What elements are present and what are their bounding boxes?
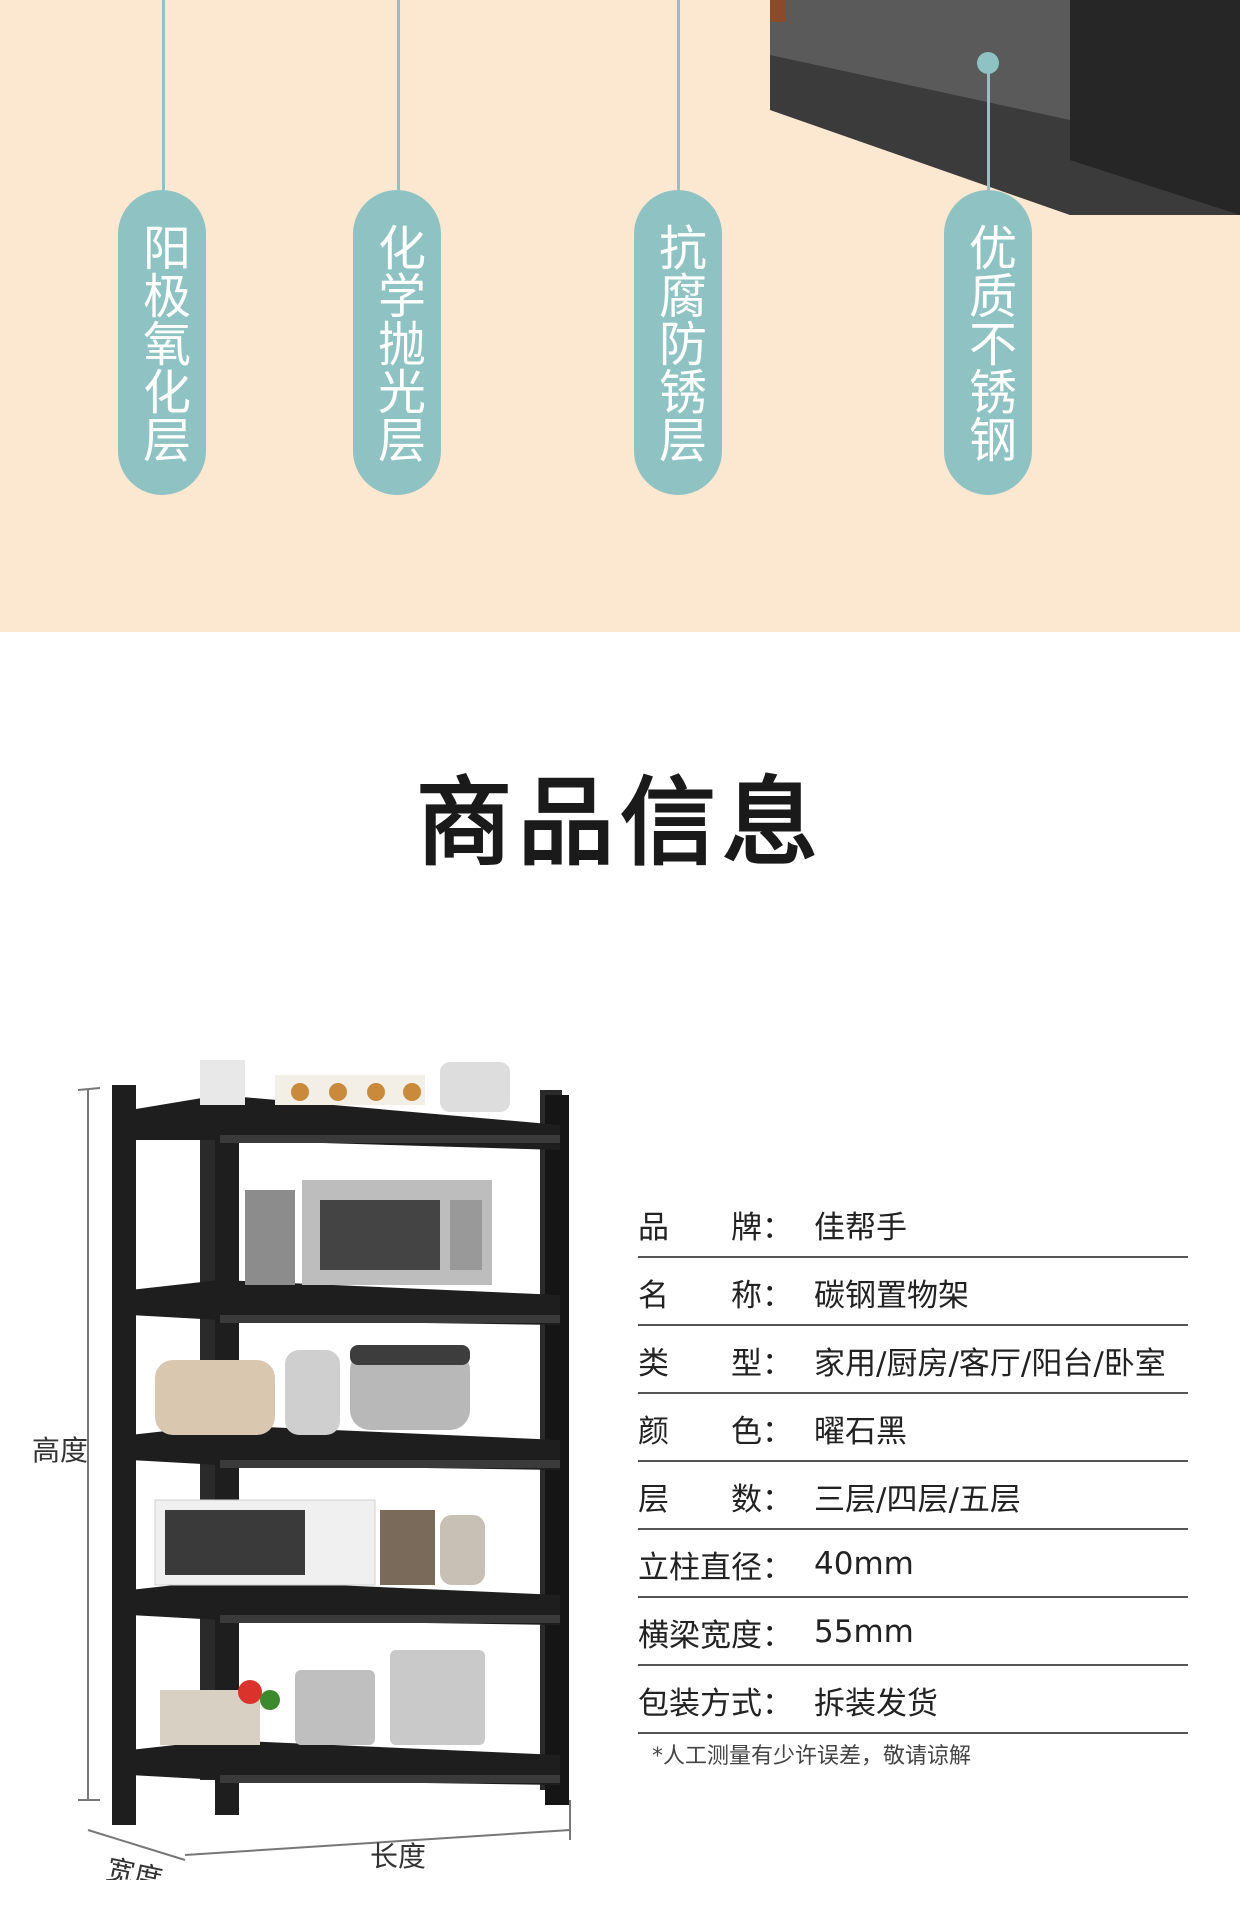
spec-row-post-diameter: 立柱直径： 40mm (638, 1532, 1188, 1598)
feature-label: 抗腐防锈层 (650, 222, 706, 463)
spec-key: 品 牌： (638, 1209, 793, 1246)
spec-row-layers: 层 数： 三层/四层/五层 (638, 1464, 1188, 1530)
shelf-product-image: 高度 宽度 长度 (32, 1060, 571, 1880)
spec-table: 品 牌： 佳帮手 名 称： 碳钢置物架 类 型： 家用/厨房/客厅/阳台/卧室 … (638, 1192, 1188, 1736)
pointer-line-2 (397, 0, 400, 190)
measurement-note: *人工测量有少许误差，敬请谅解 (652, 1744, 972, 1769)
spec-key: 类 型： (638, 1345, 793, 1382)
spec-key: 立柱直径： (638, 1549, 793, 1586)
feature-pill-4: 优质不锈钢 (944, 190, 1032, 495)
spec-key: 颜 色： (638, 1413, 793, 1450)
spec-value: 拆装发货 (814, 1685, 938, 1722)
feature-pill-1: 阳极氧化层 (118, 190, 206, 495)
spec-row-beam-width: 横梁宽度： 55mm (638, 1600, 1188, 1666)
feature-label: 优质不锈钢 (960, 222, 1016, 463)
spec-key: 包装方式： (638, 1685, 793, 1722)
spec-value: 三层/四层/五层 (814, 1481, 1021, 1518)
feature-label: 阳极氧化层 (134, 222, 190, 463)
spec-value: 佳帮手 (814, 1209, 907, 1246)
spec-value: 碳钢置物架 (814, 1277, 969, 1314)
feature-pill-2: 化学抛光层 (353, 190, 441, 495)
pointer-line-3 (677, 0, 680, 190)
spec-row-name: 名 称： 碳钢置物架 (638, 1260, 1188, 1326)
metal-closeup-image (770, 0, 1240, 215)
spec-value: 55mm (814, 1614, 914, 1650)
spec-key: 层 数： (638, 1481, 793, 1518)
feature-label: 化学抛光层 (369, 222, 425, 463)
feature-banner: 阳极氧化层 化学抛光层 抗腐防锈层 优质不锈钢 (0, 0, 1240, 632)
pointer-line-4 (987, 62, 990, 190)
spec-row-type: 类 型： 家用/厨房/客厅/阳台/卧室 (638, 1328, 1188, 1394)
length-label: 长度 (370, 1840, 426, 1873)
feature-pill-3: 抗腐防锈层 (634, 190, 722, 495)
height-label: 高度 (32, 1434, 88, 1467)
spec-value: 40mm (814, 1546, 914, 1582)
spec-row-color: 颜 色： 曜石黑 (638, 1396, 1188, 1462)
spec-row-brand: 品 牌： 佳帮手 (638, 1192, 1188, 1258)
spec-key: 横梁宽度： (638, 1617, 793, 1654)
pointer-dot-4 (977, 52, 999, 74)
section-title: 商品信息 (416, 767, 824, 879)
spec-value: 家用/厨房/客厅/阳台/卧室 (814, 1345, 1166, 1382)
width-label: 宽度 (104, 1853, 166, 1880)
spec-key: 名 称： (638, 1277, 793, 1314)
spec-value: 曜石黑 (814, 1413, 907, 1450)
pointer-line-1 (162, 0, 165, 190)
spec-row-packaging: 包装方式： 拆装发货 (638, 1668, 1188, 1734)
